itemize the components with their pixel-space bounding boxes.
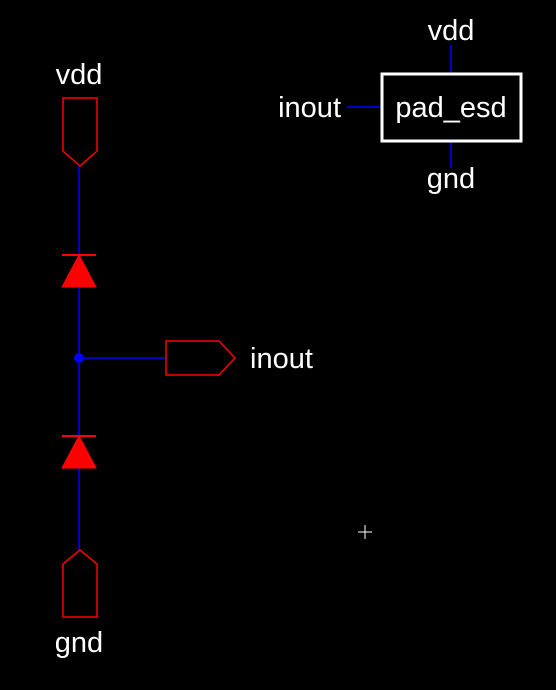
symbol-pin-top-label: vdd xyxy=(428,15,475,47)
diode-upper[interactable] xyxy=(61,253,97,288)
symbol-name: pad_esd xyxy=(395,92,506,124)
pin-inout[interactable] xyxy=(165,340,237,376)
symbol-body[interactable] xyxy=(380,72,523,143)
pin-gnd[interactable] xyxy=(62,549,98,618)
pin-gnd-label: gnd xyxy=(55,627,103,659)
diode-lower-anode-triangle xyxy=(61,434,97,469)
pin-vdd-label: vdd xyxy=(56,59,103,91)
symbol-pad-esd[interactable]: pad_esd vdd inout gnd xyxy=(278,15,523,195)
symbol-pin-left-label: inout xyxy=(278,92,341,124)
pin-inout-label: inout xyxy=(250,343,313,375)
pin-vdd[interactable] xyxy=(62,97,98,168)
net-junction-dot[interactable] xyxy=(74,353,84,363)
crosshair-cursor-icon xyxy=(358,525,372,539)
symbol-pin-bottom-label: gnd xyxy=(427,163,475,195)
diode-lower[interactable] xyxy=(61,434,97,469)
diode-upper-anode-triangle xyxy=(61,253,97,288)
